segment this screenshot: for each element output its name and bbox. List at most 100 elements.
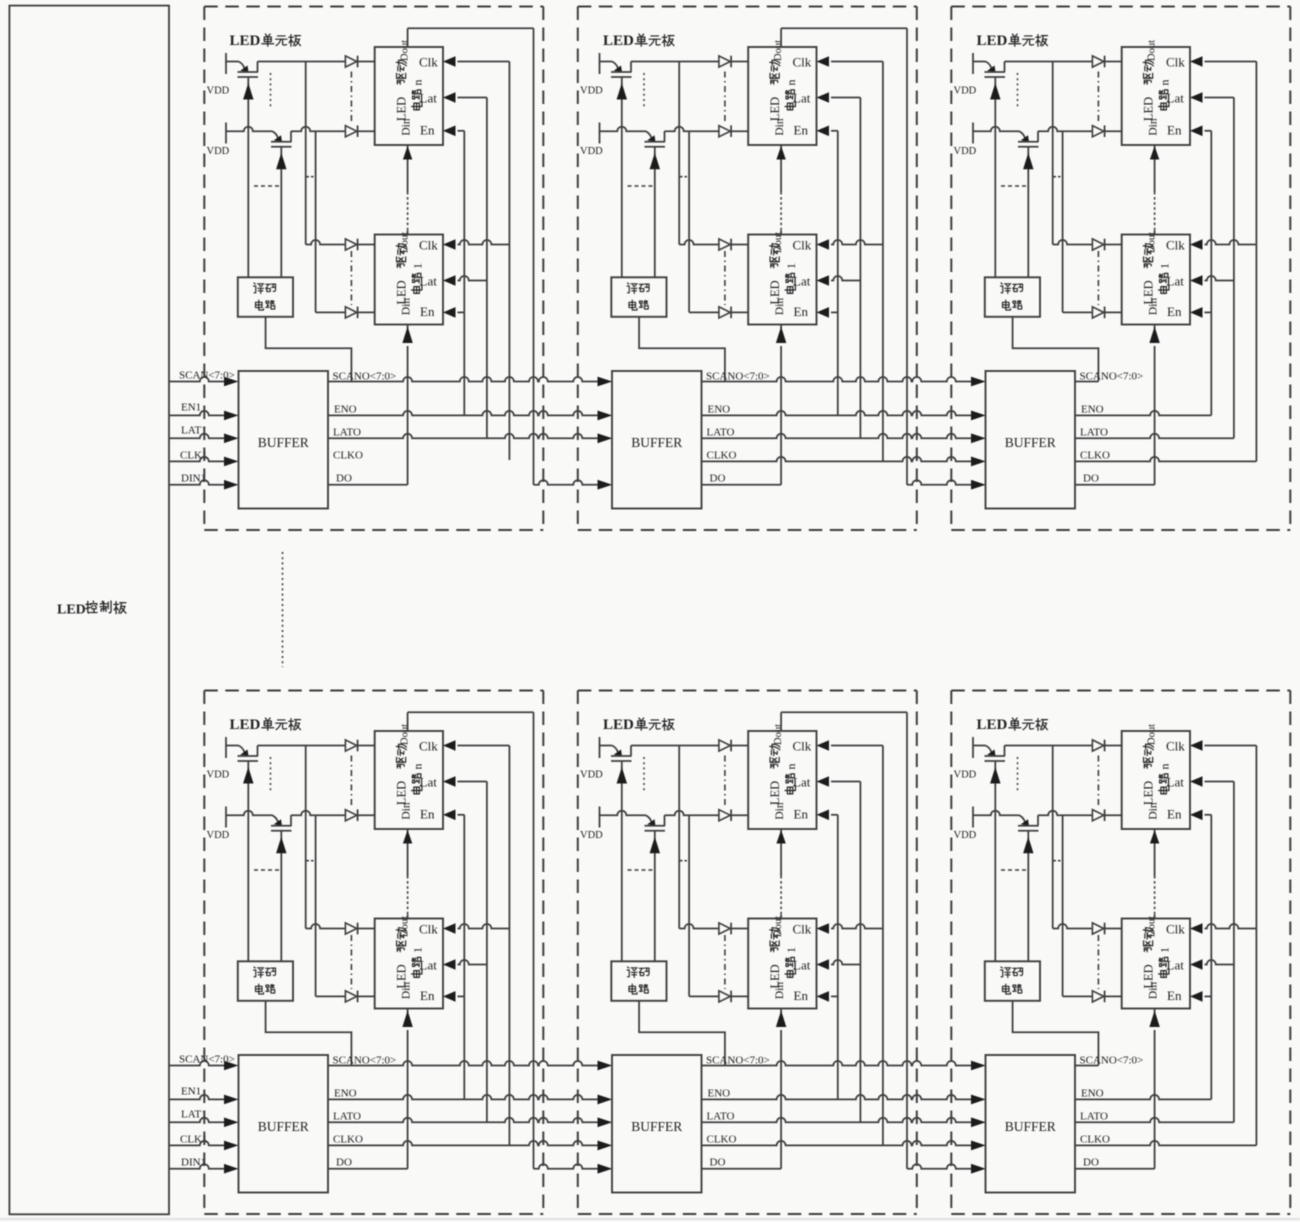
- svg-text:LED: LED: [395, 964, 409, 988]
- svg-text:ENO: ENO: [1081, 404, 1104, 416]
- svg-text:VDD: VDD: [954, 770, 977, 781]
- svg-text:Lat: Lat: [793, 91, 811, 106]
- svg-text:CLK1: CLK1: [180, 1134, 208, 1146]
- svg-text:VDD: VDD: [580, 86, 603, 97]
- svg-text:SCAN<7:0>: SCAN<7:0>: [179, 370, 235, 382]
- svg-text:En: En: [1167, 988, 1182, 1003]
- svg-text:Din: Din: [401, 118, 413, 136]
- svg-text:LATO: LATO: [1080, 427, 1108, 439]
- svg-text:DIN1: DIN1: [181, 473, 206, 485]
- svg-text:LED: LED: [1142, 280, 1156, 304]
- svg-text:n: n: [411, 764, 425, 770]
- svg-text:VDD: VDD: [207, 770, 230, 781]
- svg-text:BUFFER: BUFFER: [258, 1119, 309, 1134]
- svg-text:CLKO: CLKO: [707, 1134, 737, 1146]
- svg-text:SCANO<7:0>: SCANO<7:0>: [333, 1055, 397, 1067]
- svg-text:Lat: Lat: [1167, 958, 1185, 973]
- svg-text:Din: Din: [1148, 982, 1160, 1000]
- svg-text:En: En: [794, 806, 809, 821]
- svg-text:n: n: [1158, 764, 1172, 770]
- svg-text:DO: DO: [710, 1157, 726, 1169]
- svg-text:LED: LED: [768, 97, 782, 121]
- svg-text:n: n: [411, 80, 425, 86]
- svg-text:1: 1: [1158, 263, 1172, 269]
- svg-text:Clk: Clk: [419, 238, 438, 253]
- svg-text:Din: Din: [1148, 802, 1160, 820]
- svg-text:Dout: Dout: [400, 916, 411, 937]
- svg-text:Clk: Clk: [793, 55, 812, 70]
- svg-text:VDD: VDD: [580, 830, 603, 841]
- svg-text:Lat: Lat: [793, 274, 811, 289]
- svg-text:LATO: LATO: [707, 427, 735, 439]
- svg-text:DO: DO: [1083, 473, 1099, 485]
- svg-text:1: 1: [411, 947, 425, 953]
- svg-text:DO: DO: [710, 473, 726, 485]
- svg-text:En: En: [420, 304, 435, 319]
- svg-text:DO: DO: [1083, 1157, 1099, 1169]
- svg-text:LED: LED: [395, 781, 409, 805]
- svg-text:DO: DO: [336, 1157, 352, 1169]
- svg-text:En: En: [1167, 304, 1182, 319]
- svg-text:En: En: [794, 988, 809, 1003]
- svg-text:Lat: Lat: [1167, 274, 1185, 289]
- svg-text:Dout: Dout: [1147, 724, 1158, 745]
- svg-text:LATO: LATO: [1080, 1111, 1108, 1123]
- svg-text:LED: LED: [1142, 964, 1156, 988]
- svg-text:1: 1: [1158, 947, 1172, 953]
- svg-text:BUFFER: BUFFER: [631, 435, 682, 450]
- svg-text:Dout: Dout: [1147, 916, 1158, 937]
- svg-text:Lat: Lat: [420, 91, 438, 106]
- svg-text:CLKO: CLKO: [707, 450, 737, 462]
- svg-text:Clk: Clk: [419, 922, 438, 937]
- svg-text:CLK1: CLK1: [180, 450, 208, 462]
- svg-text:Din: Din: [774, 298, 786, 316]
- svg-text:LED: LED: [230, 33, 261, 49]
- svg-text:Din: Din: [774, 118, 786, 136]
- svg-text:Lat: Lat: [420, 775, 438, 790]
- svg-text:Lat: Lat: [420, 958, 438, 973]
- svg-text:SCANO<7:0>: SCANO<7:0>: [706, 1055, 770, 1067]
- svg-text:Lat: Lat: [793, 958, 811, 973]
- svg-text:VDD: VDD: [580, 146, 603, 157]
- svg-text:Dout: Dout: [400, 232, 411, 253]
- svg-text:1: 1: [784, 263, 798, 269]
- svg-text:En: En: [420, 988, 435, 1003]
- svg-text:Clk: Clk: [419, 55, 438, 70]
- svg-text:LED: LED: [230, 717, 261, 733]
- svg-text:LED: LED: [977, 33, 1008, 49]
- svg-text:VDD: VDD: [207, 86, 230, 97]
- svg-text:SCAN<7:0>: SCAN<7:0>: [179, 1054, 235, 1066]
- svg-text:LAT1: LAT1: [181, 1109, 207, 1121]
- svg-text:BUFFER: BUFFER: [1005, 1119, 1056, 1134]
- svg-text:En: En: [794, 122, 809, 137]
- svg-text:SCANO<7:0>: SCANO<7:0>: [706, 371, 770, 383]
- svg-text:EN1: EN1: [181, 402, 201, 414]
- svg-text:CLKO: CLKO: [333, 450, 363, 462]
- svg-text:LED: LED: [768, 781, 782, 805]
- svg-text:Din: Din: [774, 802, 786, 820]
- svg-text:VDD: VDD: [207, 146, 230, 157]
- svg-text:Dout: Dout: [773, 916, 784, 937]
- svg-text:n: n: [784, 764, 798, 770]
- svg-text:LED: LED: [395, 280, 409, 304]
- svg-text:Clk: Clk: [1166, 922, 1185, 937]
- svg-text:Dout: Dout: [773, 40, 784, 61]
- svg-text:CLKO: CLKO: [333, 1134, 363, 1146]
- svg-text:En: En: [420, 122, 435, 137]
- svg-text:EN1: EN1: [181, 1086, 201, 1098]
- svg-text:BUFFER: BUFFER: [1005, 435, 1056, 450]
- svg-text:DO: DO: [336, 473, 352, 485]
- svg-text:SCANO<7:0>: SCANO<7:0>: [1080, 371, 1144, 383]
- svg-text:Clk: Clk: [1166, 55, 1185, 70]
- svg-text:Din: Din: [401, 802, 413, 820]
- svg-text:ENO: ENO: [334, 404, 357, 416]
- svg-text:VDD: VDD: [207, 830, 230, 841]
- svg-text:Clk: Clk: [419, 739, 438, 754]
- svg-text:LATO: LATO: [707, 1111, 735, 1123]
- svg-text:Clk: Clk: [793, 739, 812, 754]
- svg-text:Din: Din: [401, 298, 413, 316]
- svg-text:Lat: Lat: [793, 775, 811, 790]
- svg-text:SCANO<7:0>: SCANO<7:0>: [1080, 1055, 1144, 1067]
- svg-text:ENO: ENO: [334, 1088, 357, 1100]
- svg-text:VDD: VDD: [954, 830, 977, 841]
